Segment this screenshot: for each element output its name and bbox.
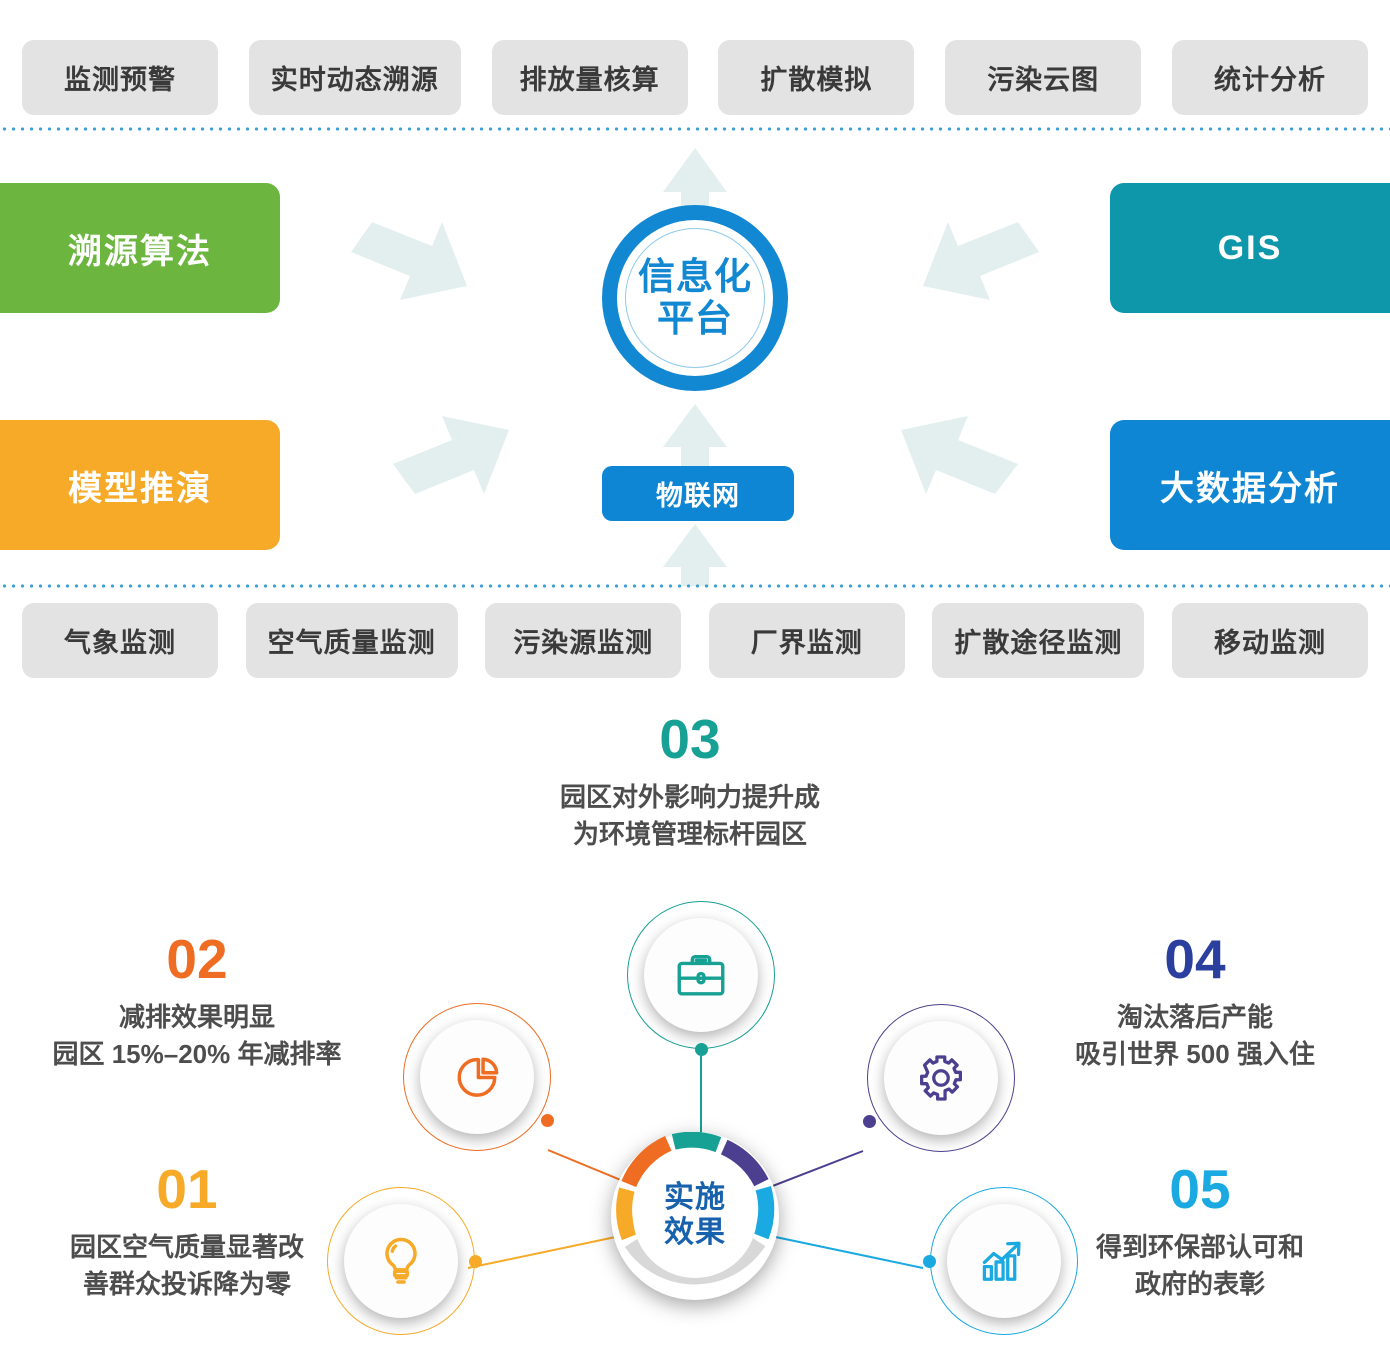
node-ring (867, 1004, 1015, 1152)
node-connector-dot (923, 1255, 936, 1268)
tag-diffusion-path-monitoring[interactable]: 扩散途径监测 (932, 603, 1145, 678)
effect-node-02[interactable] (403, 1003, 554, 1151)
top-tag-row: 监测预警 实时动态溯源 排放量核算 扩散模拟 污染云图 统计分析 (0, 40, 1390, 115)
tag-diffusion-simulation[interactable]: 扩散模拟 (718, 40, 915, 115)
step-desc-02-line1: 减排效果明显 (118, 1002, 275, 1032)
step-number-05: 05 (1169, 1158, 1231, 1220)
briefcase-icon (677, 954, 725, 996)
tag-air-quality-monitoring[interactable]: 空气质量监测 (245, 603, 458, 678)
platform-diagram: 监测预警 实时动态溯源 排放量核算 扩散模拟 污染云图 统计分析 溯源算法 模型… (0, 40, 1390, 678)
effect-node-04[interactable] (863, 1004, 1015, 1152)
step-desc-05-line2: 政府的表彰 (1134, 1268, 1265, 1299)
node-connector-dot (863, 1115, 876, 1128)
corner-box-gis[interactable]: GIS (1110, 183, 1390, 313)
node-connector-dot (469, 1255, 482, 1268)
corner-box-tracing-algorithm[interactable]: 溯源算法 (0, 183, 280, 313)
node-disc (884, 1021, 998, 1135)
corner-box-label: 模型推演 (68, 469, 212, 508)
step-desc-05-line1: 得到环保部认可和 (1095, 1232, 1304, 1262)
effect-node-03[interactable] (627, 901, 775, 1056)
effects-hub-line-1: 实施 (664, 1181, 726, 1215)
node-disc (644, 918, 758, 1032)
effect-node-05[interactable] (923, 1187, 1078, 1335)
tag-pollution-source-monitoring[interactable]: 污染源监测 (485, 603, 682, 678)
step-desc-02-line2: 园区 15%–20% 年减排率 (52, 1038, 342, 1069)
step-desc-03-line2: 为环境管理标杆园区 (572, 818, 807, 849)
tag-statistical-analysis[interactable]: 统计分析 (1171, 40, 1368, 115)
tag-pollution-cloud-map[interactable]: 污染云图 (945, 40, 1142, 115)
gear-icon (920, 1055, 962, 1101)
node-connector-dot (695, 1043, 708, 1056)
tag-emission-accounting[interactable]: 排放量核算 (491, 40, 688, 115)
step-number-01: 01 (156, 1158, 218, 1220)
bottom-tag-row: 气象监测 空气质量监测 污染源监测 厂界监测 扩散途径监测 移动监测 (0, 603, 1390, 678)
step-desc-03-line1: 园区对外影响力提升成 (559, 782, 820, 812)
step-number-02: 02 (166, 928, 228, 990)
step-desc-01-line2: 善群众投诉降为零 (82, 1268, 291, 1299)
step-text-03: 03 园区对外影响力提升成 为环境管理标杆园区 (470, 712, 910, 853)
corner-box-label: 溯源算法 (68, 232, 212, 271)
divider-bottom (0, 584, 1390, 588)
corner-box-label: GIS (1217, 228, 1283, 267)
effects-hub-line-2: 效果 (664, 1216, 726, 1249)
tag-mobile-monitoring[interactable]: 移动监测 (1171, 603, 1368, 678)
growth-chart-icon (982, 1241, 1021, 1281)
effects-hub-label: 实施 效果 (611, 1132, 779, 1300)
step-text-04: 04 淘汰落后产能 吸引世界 500 强入住 (1020, 932, 1370, 1073)
arrow-layer (351, 148, 1039, 586)
tag-weather-monitoring[interactable]: 气象监测 (22, 603, 218, 678)
tag-realtime-tracing[interactable]: 实时动态溯源 (248, 40, 461, 115)
corner-box-label: 大数据分析 (1160, 469, 1340, 508)
step-number-03: 03 (659, 708, 721, 770)
platform-hub-inner-ring: 信息化 平台 (625, 228, 765, 368)
tag-plant-boundary-monitoring[interactable]: 厂界监测 (708, 603, 905, 678)
effects-hub[interactable]: 实施 效果 (611, 1132, 779, 1300)
step-text-05: 05 得到环保部认可和 政府的表彰 (1030, 1162, 1370, 1303)
node-disc (420, 1020, 534, 1134)
divider-top (0, 127, 1390, 131)
tag-monitoring-alert[interactable]: 监测预警 (22, 40, 218, 115)
step-number-04: 04 (1164, 928, 1226, 990)
step-text-01: 01 园区空气质量显著改 善群众投诉降为零 (22, 1162, 352, 1303)
pie-chart-icon (457, 1057, 499, 1097)
step-text-02: 02 减排效果明显 园区 15%–20% 年减排率 (32, 932, 362, 1073)
corner-box-model-deduction[interactable]: 模型推演 (0, 420, 280, 550)
iot-box[interactable]: 物联网 (602, 466, 794, 521)
node-disc (947, 1204, 1061, 1318)
platform-hub-circle[interactable]: 信息化 平台 (602, 205, 788, 391)
step-desc-01-line1: 园区空气质量显著改 (69, 1232, 304, 1262)
corner-box-big-data-analysis[interactable]: 大数据分析 (1110, 420, 1390, 550)
iot-label: 物联网 (656, 481, 740, 511)
effect-node-01[interactable] (327, 1187, 482, 1335)
lightbulb-icon (385, 1237, 417, 1284)
node-ring (403, 1003, 551, 1151)
effects-donut-chart (613, 1132, 777, 1298)
node-disc (344, 1204, 458, 1318)
step-desc-04-line2: 吸引世界 500 强入住 (1075, 1038, 1315, 1069)
effects-infographic: 实施 效果 (0, 690, 1390, 1362)
node-connector-dot (541, 1114, 554, 1127)
platform-hub-line-2: 平台 (657, 298, 733, 339)
step-desc-04-line1: 淘汰落后产能 (1116, 1002, 1273, 1032)
platform-hub-line-1: 信息化 (638, 255, 752, 297)
